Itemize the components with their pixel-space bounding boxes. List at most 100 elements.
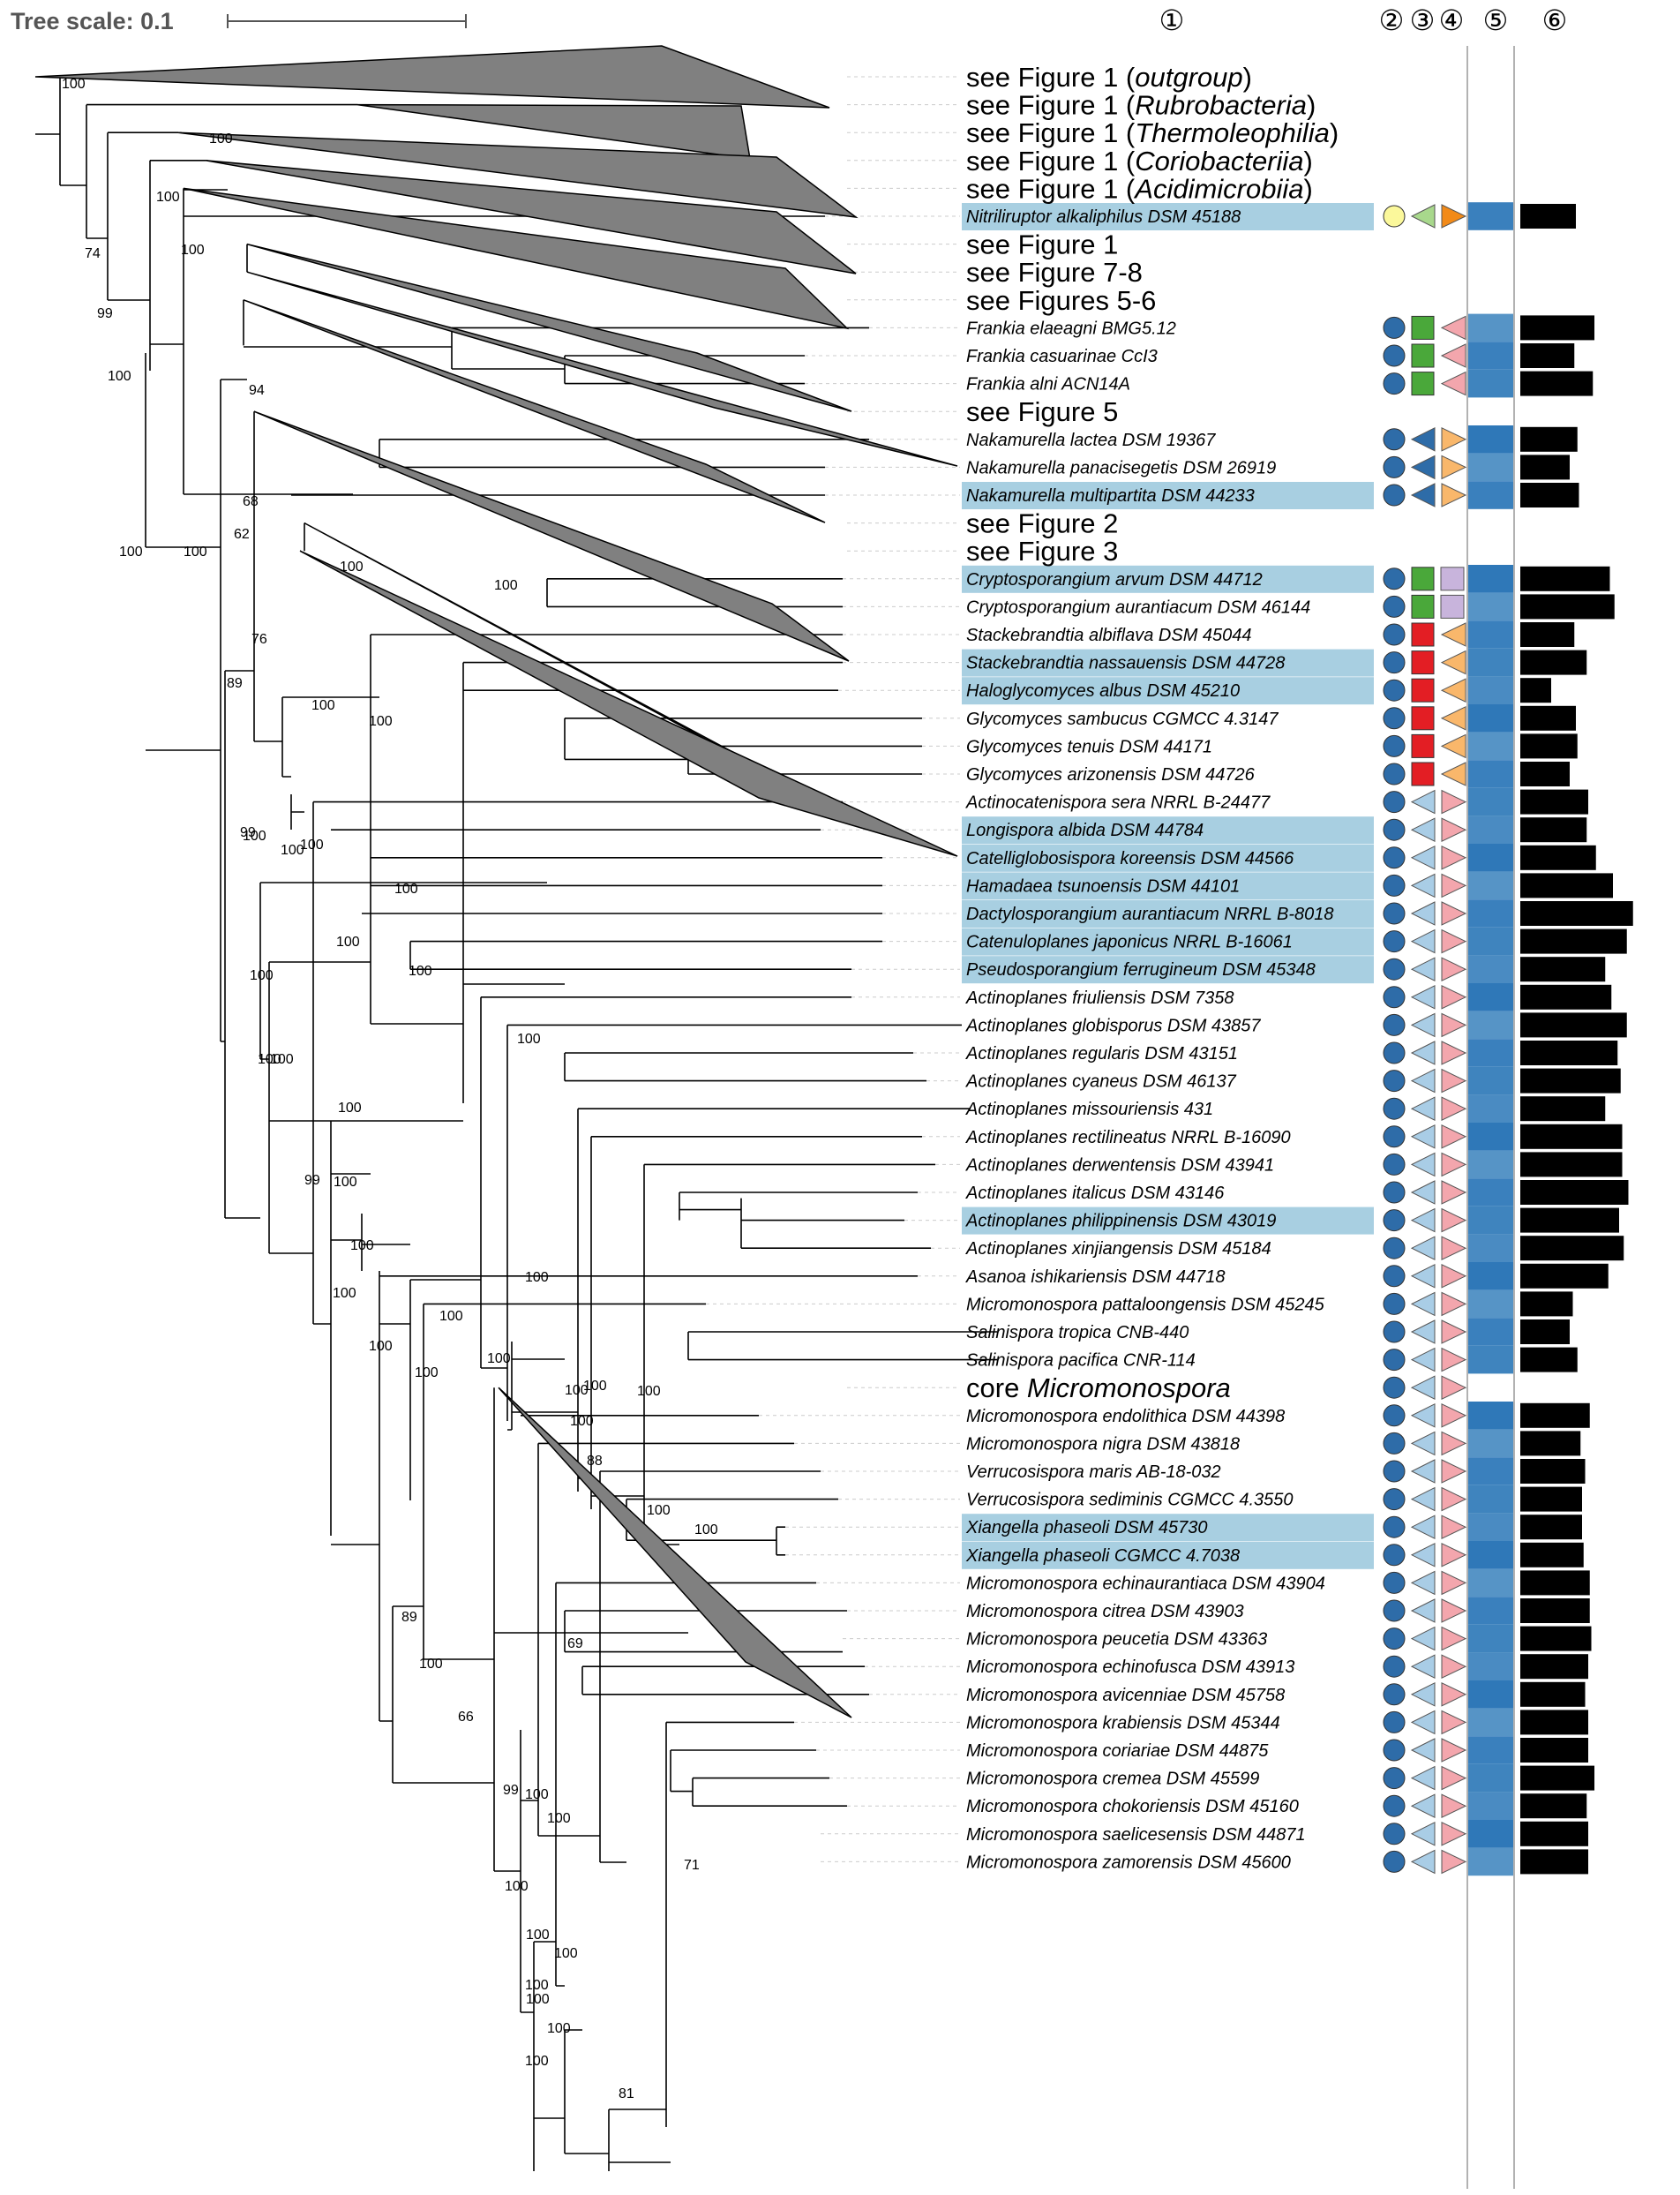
- col4-triangle-right-icon: [1441, 1654, 1467, 1679]
- leaf-label-actinocatenispora-sera-nrrl-b-24477: Actinocatenispora sera NRRL B-24477: [965, 793, 1271, 813]
- col4-triangle-right-icon: [1441, 1264, 1467, 1289]
- col5-cell: [1468, 955, 1513, 983]
- highlight-xiangella-phaseoli-dsm-45730: [962, 1514, 1374, 1542]
- clade-label-see-figures-5-6: see Figures 5-6: [966, 285, 1156, 316]
- leaf-label-pseudosporangium-ferrugineum-dsm-45348: Pseudosporangium ferrugineum DSM 45348: [966, 960, 1316, 980]
- column-6-bars: [1520, 204, 1633, 1875]
- col3-square-icon: [1411, 762, 1435, 786]
- bootstrap-label: 100: [570, 1414, 594, 1429]
- leaf-label-salinispora-pacifica-cnr-114: Salinispora pacifica CNR-114: [966, 1351, 1196, 1371]
- bootstrap-label: 100: [281, 843, 304, 858]
- leaf-label-xiangella-phaseoli-dsm-45730: Xiangella phaseoli DSM 45730: [965, 1518, 1208, 1537]
- col6-bar: [1520, 1124, 1623, 1149]
- bootstrap-label: 69: [567, 1636, 583, 1651]
- col3-triangle-left-icon: [1410, 817, 1436, 843]
- collapsed-clade-triangle: [205, 160, 857, 274]
- col4-triangle-right-icon: [1441, 1096, 1467, 1121]
- col3-triangle-left-icon: [1410, 928, 1436, 954]
- column-header-3: ③: [1410, 4, 1436, 37]
- leaf-label-micromonospora-pattaloongensis-dsm-45245: Micromonospora pattaloongensis DSM 45245: [966, 1295, 1325, 1314]
- col4-triangle-right-icon: [1441, 1459, 1467, 1484]
- col6-bar: [1520, 650, 1587, 675]
- col5-cell: [1468, 1345, 1513, 1374]
- col4-triangle-right-icon: [1441, 846, 1467, 870]
- col6-bar: [1520, 1236, 1624, 1261]
- leaf-label-actinoplanes-derwentensis-dsm-43941: Actinoplanes derwentensis DSM 43941: [965, 1155, 1274, 1175]
- col6-bar: [1520, 984, 1612, 1010]
- bootstrap-label: 100: [258, 1052, 281, 1067]
- col3-triangle-left-icon: [1410, 845, 1436, 870]
- col5-cell: [1468, 1234, 1513, 1262]
- col4-triangle-right-icon: [1441, 1515, 1467, 1539]
- col3-square-icon: [1411, 622, 1435, 647]
- leaf-label-salinispora-tropica-cnb-440: Salinispora tropica CNB-440: [966, 1323, 1189, 1342]
- tree-branches: [35, 77, 997, 2171]
- bootstrap-label: 100: [525, 1787, 549, 1802]
- col2-circle-icon: [1383, 763, 1406, 786]
- col3-triangle-left-icon: [1410, 1793, 1436, 1819]
- bootstrap-label: 100: [270, 1052, 294, 1067]
- col4-triangle-left-icon: [1440, 733, 1466, 759]
- col3-square-icon: [1411, 650, 1435, 675]
- clade-label-see-figure-1-outgroup: see Figure 1 (outgroup): [966, 62, 1252, 93]
- leaf-label-stackebrandtia-albiflava-dsm-45044: Stackebrandtia albiflava DSM 45044: [966, 626, 1252, 645]
- col6-bar: [1520, 426, 1578, 452]
- col6-bar: [1520, 1626, 1592, 1651]
- clade-label-see-figure-1-coriobacteriia: see Figure 1 (Coriobacteriia): [966, 146, 1313, 177]
- col4-triangle-right-icon: [1441, 1347, 1467, 1372]
- highlight-cryptosporangium-arvum-dsm-44712: [962, 565, 1374, 593]
- col2-circle-icon: [1383, 484, 1406, 507]
- leaf-label-catelliglobosispora-koreensis-dsm-44566: Catelliglobosispora koreensis DSM 44566: [966, 849, 1294, 868]
- bootstrap-label: 100: [647, 1503, 671, 1518]
- bootstrap-label: 100: [334, 1175, 357, 1190]
- bootstrap-label: 88: [587, 1454, 603, 1469]
- col4-triangle-right-icon: [1441, 455, 1467, 480]
- col4-triangle-right-icon: [1441, 1291, 1467, 1317]
- col2-circle-icon: [1383, 595, 1406, 618]
- col6-bar: [1520, 1041, 1618, 1065]
- col2-circle-icon: [1383, 1794, 1406, 1817]
- col6-bar: [1520, 928, 1627, 954]
- col4-triangle-right-icon: [1441, 873, 1467, 898]
- col4-triangle-left-icon: [1440, 706, 1466, 731]
- col5-cell: [1468, 620, 1513, 649]
- col2-circle-icon: [1383, 1710, 1406, 1733]
- col3-triangle-left-icon: [1410, 901, 1436, 926]
- bootstrap-label: 74: [85, 246, 101, 261]
- col4-triangle-left-icon: [1440, 343, 1466, 368]
- collapsed-clade-triangle: [34, 45, 830, 109]
- col3-triangle-left-icon: [1410, 1765, 1436, 1791]
- col3-triangle-left-icon: [1410, 1821, 1436, 1846]
- highlight-pseudosporangium-ferrugineum-dsm-45348: [962, 956, 1374, 984]
- col3-triangle-left-icon: [1410, 789, 1436, 815]
- col2-circle-icon: [1383, 1571, 1406, 1594]
- branch-paths: [35, 77, 997, 2171]
- col2-circle-icon: [1383, 1683, 1406, 1706]
- leaf-label-cryptosporangium-aurantiacum-dsm-46144: Cryptosporangium aurantiacum DSM 46144: [966, 598, 1310, 617]
- col2-circle-icon: [1383, 1013, 1406, 1036]
- bootstrap-label: 100: [694, 1522, 718, 1537]
- column-header-6: ⑥: [1542, 4, 1568, 37]
- col5-cell: [1468, 453, 1513, 482]
- leaf-label-micromonospora-citrea-dsm-43903: Micromonospora citrea DSM 43903: [966, 1602, 1244, 1621]
- col4-triangle-right-icon: [1441, 817, 1467, 842]
- col6-bar: [1520, 1738, 1588, 1763]
- col3-triangle-left-icon: [1410, 1486, 1436, 1512]
- col5-cell: [1468, 927, 1513, 956]
- leaf-label-micromonospora-chokoriensis-dsm-45160: Micromonospora chokoriensis DSM 45160: [966, 1797, 1299, 1816]
- collapsed-clade-triangle: [498, 1387, 852, 1718]
- highlight-stackebrandtia-nassauensis-dsm-44728: [962, 649, 1374, 677]
- bootstrap-label: 100: [184, 545, 207, 560]
- col6-bar: [1520, 1515, 1582, 1540]
- col3-triangle-left-icon: [1410, 1570, 1436, 1596]
- bootstrap-label: 71: [684, 1858, 700, 1873]
- bootstrap-label: 99: [304, 1173, 320, 1188]
- tree-scale-bar: Tree scale: 0.1: [11, 8, 467, 34]
- col6-bar: [1520, 315, 1594, 341]
- leaf-label-micromonospora-coriariae-dsm-44875: Micromonospora coriariae DSM 44875: [966, 1741, 1269, 1761]
- leaf-labels: see Figure 1 (outgroup)see Figure 1 (Rub…: [965, 62, 1339, 1872]
- clade-label-see-figure-1: see Figure 1: [966, 229, 1118, 260]
- column-header-5: ⑤: [1483, 4, 1509, 37]
- bootstrap-label: 100: [311, 698, 335, 713]
- col2-circle-icon: [1383, 791, 1406, 814]
